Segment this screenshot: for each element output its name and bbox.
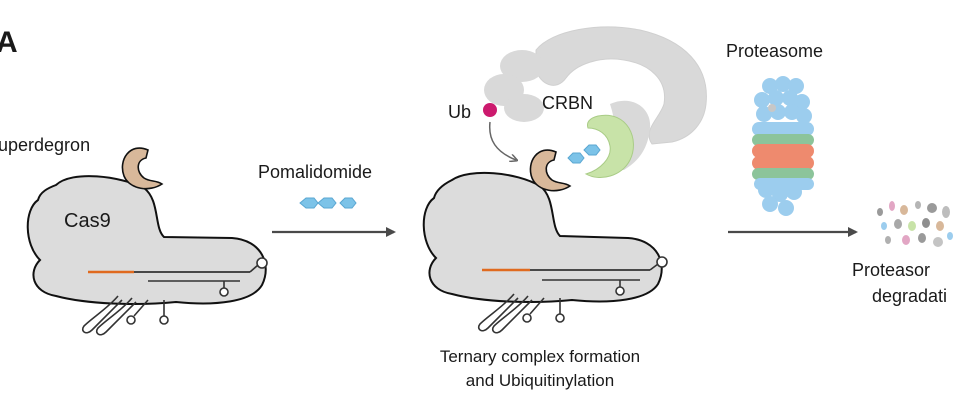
crbn-label: CRBN: [542, 93, 593, 113]
superdegron-tag-bound: [529, 149, 572, 192]
ubiquitin: [483, 103, 497, 117]
cas9-protein-bound: [422, 171, 663, 303]
sgrna-loops: [81, 295, 169, 336]
cas9-label: Cas9: [64, 210, 111, 232]
cas9-protein: [26, 175, 267, 305]
proteasome-label: Proteasome: [726, 41, 823, 61]
degradation-fragments: [877, 201, 953, 247]
pomalidomide-label: Pomalidomide: [258, 162, 372, 182]
ternary-caption-line2: and Ubiquitinylation: [466, 371, 614, 390]
pomalidomide-molecule: [299, 197, 357, 209]
ub-transfer-arrow: [488, 121, 516, 160]
ternary-complex: CRBN Ub Ternary complex formation: [422, 26, 707, 390]
ub-label: Ub: [448, 102, 471, 122]
panel-letter: A: [0, 26, 18, 59]
proteasome-arrow-group: Proteasome: [726, 41, 858, 237]
ternary-caption-line1: Ternary complex formation: [440, 347, 640, 366]
rna-hairpin: [256, 257, 268, 269]
superdegron-tag: [121, 147, 164, 190]
proteasome: [752, 76, 814, 216]
cas9-with-superdegron: uperdegron Cas9: [0, 135, 268, 336]
degradation-caption-line1: Proteasor: [852, 260, 930, 280]
degradation-caption-line2: degradati: [872, 286, 947, 306]
crbn-protein: [584, 114, 634, 178]
pomalidomide-arrow-group: Pomalidomide: [258, 162, 396, 237]
bound-pomalidomide: [567, 144, 601, 164]
superdegron-label: uperdegron: [0, 135, 90, 155]
